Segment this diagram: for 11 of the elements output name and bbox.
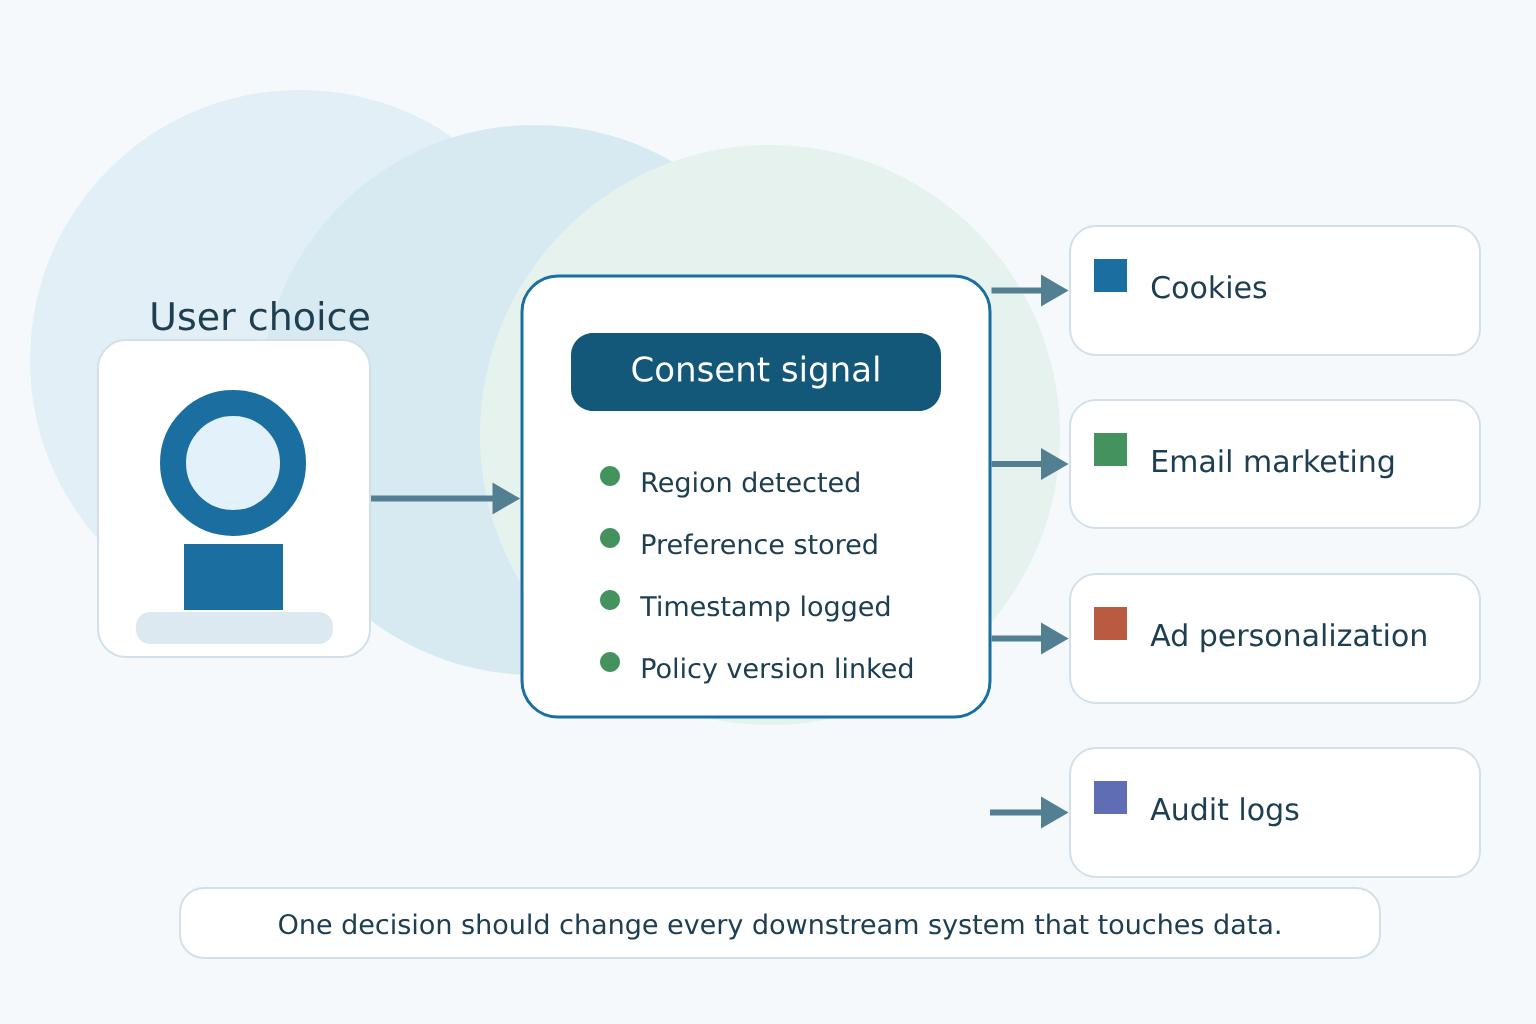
target-label: Ad personalization <box>1150 623 1426 653</box>
bullet-text: Region detected <box>642 471 859 498</box>
bullet-text: Preference stored <box>642 533 877 555</box>
target-label: Audit logs <box>1150 797 1299 827</box>
target-label: Cookies <box>1151 275 1267 299</box>
target-label: Email marketing <box>1153 449 1394 479</box>
card-heading: User choice <box>152 301 369 331</box>
bullet-text: Timestamp logged <box>640 595 890 622</box>
note-box: One decision should change every downstream system that touches data. <box>179 887 1381 959</box>
bullet-text: Policy version linked <box>642 657 913 684</box>
title-pill: Consent signal <box>571 333 941 411</box>
